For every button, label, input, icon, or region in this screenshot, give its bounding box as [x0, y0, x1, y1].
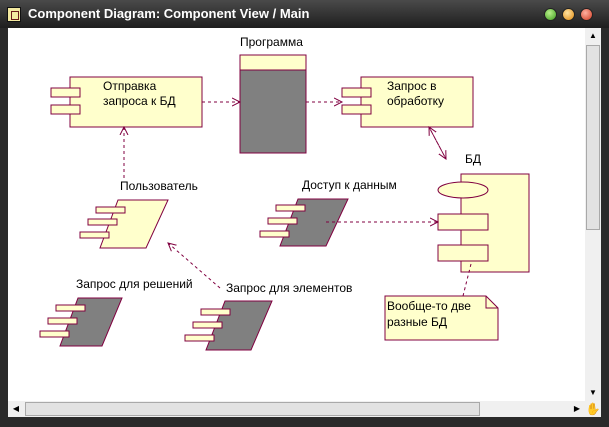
vertical-scroll-thumb[interactable] — [586, 45, 600, 230]
component-send-request[interactable] — [50, 76, 203, 128]
scroll-right-button[interactable]: ▶ — [569, 401, 585, 417]
label-program: Программа — [240, 35, 303, 49]
note-text: Вообще-то две разные БД — [387, 299, 471, 329]
label-request-processing: Запрос в обработку — [387, 79, 445, 108]
label-request-elements: Запрос для элементов — [226, 281, 353, 295]
component-data-access[interactable] — [259, 198, 349, 247]
label-data-access: Доступ к данным — [302, 178, 397, 192]
component-request-solutions[interactable] — [39, 297, 123, 347]
close-button[interactable] — [580, 8, 593, 21]
label-request-solutions: Запрос для решений — [76, 277, 193, 291]
label-user: Пользователь — [120, 179, 198, 193]
label-db: БД — [465, 152, 482, 166]
component-program[interactable] — [239, 54, 307, 154]
horizontal-scroll-thumb[interactable] — [25, 402, 480, 416]
component-diagram-icon — [7, 7, 21, 22]
horizontal-scrollbar[interactable]: ◀ ▶ — [8, 401, 585, 417]
scroll-down-button[interactable]: ▼ — [585, 385, 601, 401]
diagram-svg — [39, 54, 530, 351]
note-two-dbs[interactable] — [384, 295, 499, 341]
label-send-request: Отправка запроса к БД — [103, 79, 176, 108]
vertical-scrollbar[interactable]: ▲ ▼ — [585, 28, 601, 401]
minimize-button[interactable] — [544, 8, 557, 21]
component-db[interactable] — [437, 173, 530, 273]
window-title: Component Diagram: Component View / Main — [28, 6, 310, 21]
maximize-button[interactable] — [562, 8, 575, 21]
component-user[interactable] — [79, 199, 169, 249]
scroll-up-button[interactable]: ▲ — [585, 28, 601, 44]
scroll-left-button[interactable]: ◀ — [8, 401, 24, 417]
dep-db-processing — [429, 127, 447, 160]
component-request-elements[interactable] — [184, 300, 273, 351]
hand-pan-icon[interactable]: ✋ — [585, 401, 601, 417]
title-bar[interactable]: Component Diagram: Component View / Main — [0, 0, 609, 28]
diagram-canvas[interactable]: Отправка запроса к БД Программа Запрос в… — [8, 28, 601, 417]
component-request-processing[interactable] — [341, 76, 474, 128]
